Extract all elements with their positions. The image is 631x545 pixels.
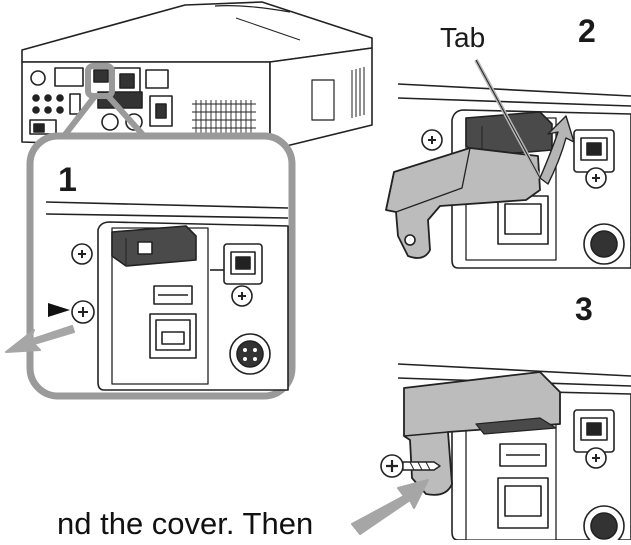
step3-illustration — [380, 363, 631, 545]
projector-top — [21, 1, 373, 63]
screw-icon — [380, 454, 441, 478]
step2-illustration — [385, 83, 631, 269]
caption-text: nd the cover. Then — [57, 506, 314, 541]
screw-icon — [231, 285, 253, 307]
step-2-label: 2 — [578, 13, 596, 49]
projector-illustration — [21, 1, 373, 151]
arrow-icon — [539, 115, 575, 185]
screw-icon — [71, 243, 93, 265]
screw-icon — [585, 447, 607, 469]
port-cover — [111, 225, 197, 267]
step-3-label: 3 — [575, 291, 593, 327]
step1-closeup — [45, 201, 289, 391]
screw-icon — [585, 167, 607, 189]
screw-icon — [421, 129, 443, 151]
step-1-label: 1 — [58, 161, 77, 199]
tab-label: Tab — [440, 22, 486, 53]
removed-cover — [385, 147, 541, 259]
callout-origin — [85, 63, 115, 99]
arrow-icon — [5, 325, 75, 353]
screw-icon — [71, 300, 95, 324]
arrow-icon — [351, 479, 429, 535]
triangle-pointer-icon — [48, 303, 70, 317]
